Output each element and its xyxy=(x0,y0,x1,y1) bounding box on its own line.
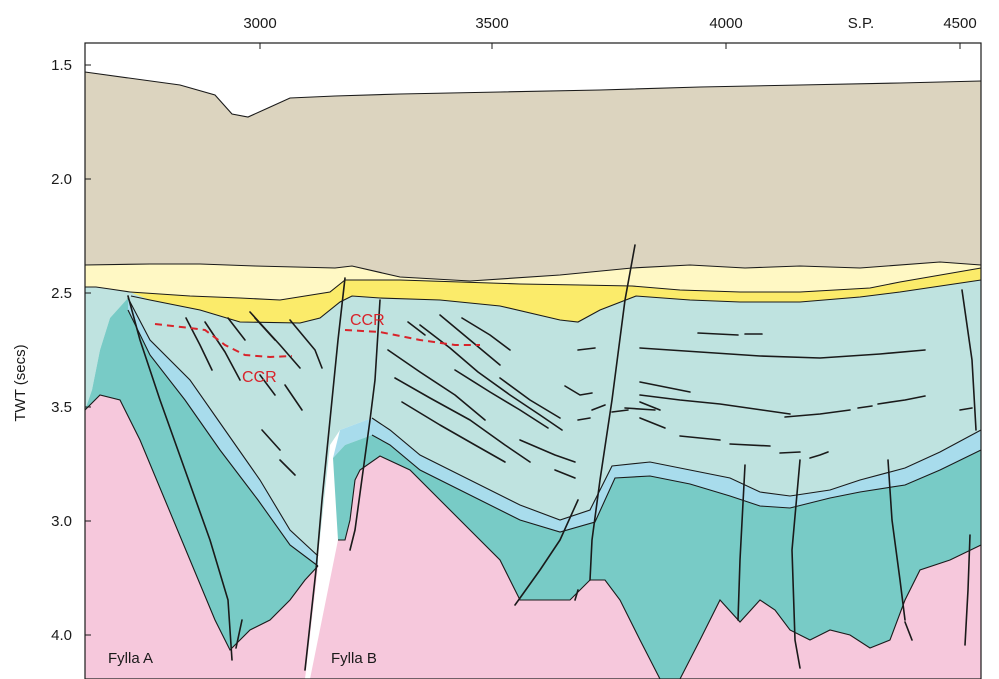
reflector-lines xyxy=(185,311,973,479)
x-tick-label: 3500 xyxy=(475,15,508,32)
y-tick-label: 3.0 xyxy=(51,513,72,530)
yellow-unit xyxy=(130,268,981,323)
fault-lines xyxy=(127,244,977,671)
y-tick-label: 2.5 xyxy=(51,285,72,302)
basement-unit xyxy=(85,395,981,679)
seabed-unit xyxy=(85,72,981,281)
y-axis-title: TWT (secs) xyxy=(12,344,29,421)
x-axis-title: S.P. xyxy=(848,15,874,32)
ccr-label-left: CCR xyxy=(242,369,277,386)
y-tick-label: 1.5 xyxy=(51,57,72,74)
x-tick-label: 4000 xyxy=(709,15,742,32)
ccr-horizon-left xyxy=(154,323,293,359)
ccr-horizons xyxy=(154,323,480,359)
y-tick-label: 4.0 xyxy=(51,627,72,644)
fylla-a-label: Fylla A xyxy=(108,650,153,667)
ccr-horizon-right xyxy=(344,329,480,346)
y-tick-label: 2.0 xyxy=(51,171,72,188)
x-tick-label: 4500 xyxy=(943,15,976,32)
plot-frame xyxy=(84,42,982,679)
ccr-label-right: CCR xyxy=(350,312,385,329)
x-tick-label: 3000 xyxy=(243,15,276,32)
y-tick-label: 3.5 xyxy=(51,399,72,416)
light-blue-unit xyxy=(128,298,981,566)
pale-yellow-unit xyxy=(85,262,981,300)
y-axis: 1.5 2.0 2.5 3.5 3.0 4.0 TWT (secs) xyxy=(12,57,91,644)
lower-syn-rift-unit xyxy=(85,298,981,679)
x-axis: 3000 3500 4000 4500 S.P. xyxy=(243,15,977,49)
fylla-b-label: Fylla B xyxy=(331,650,377,667)
